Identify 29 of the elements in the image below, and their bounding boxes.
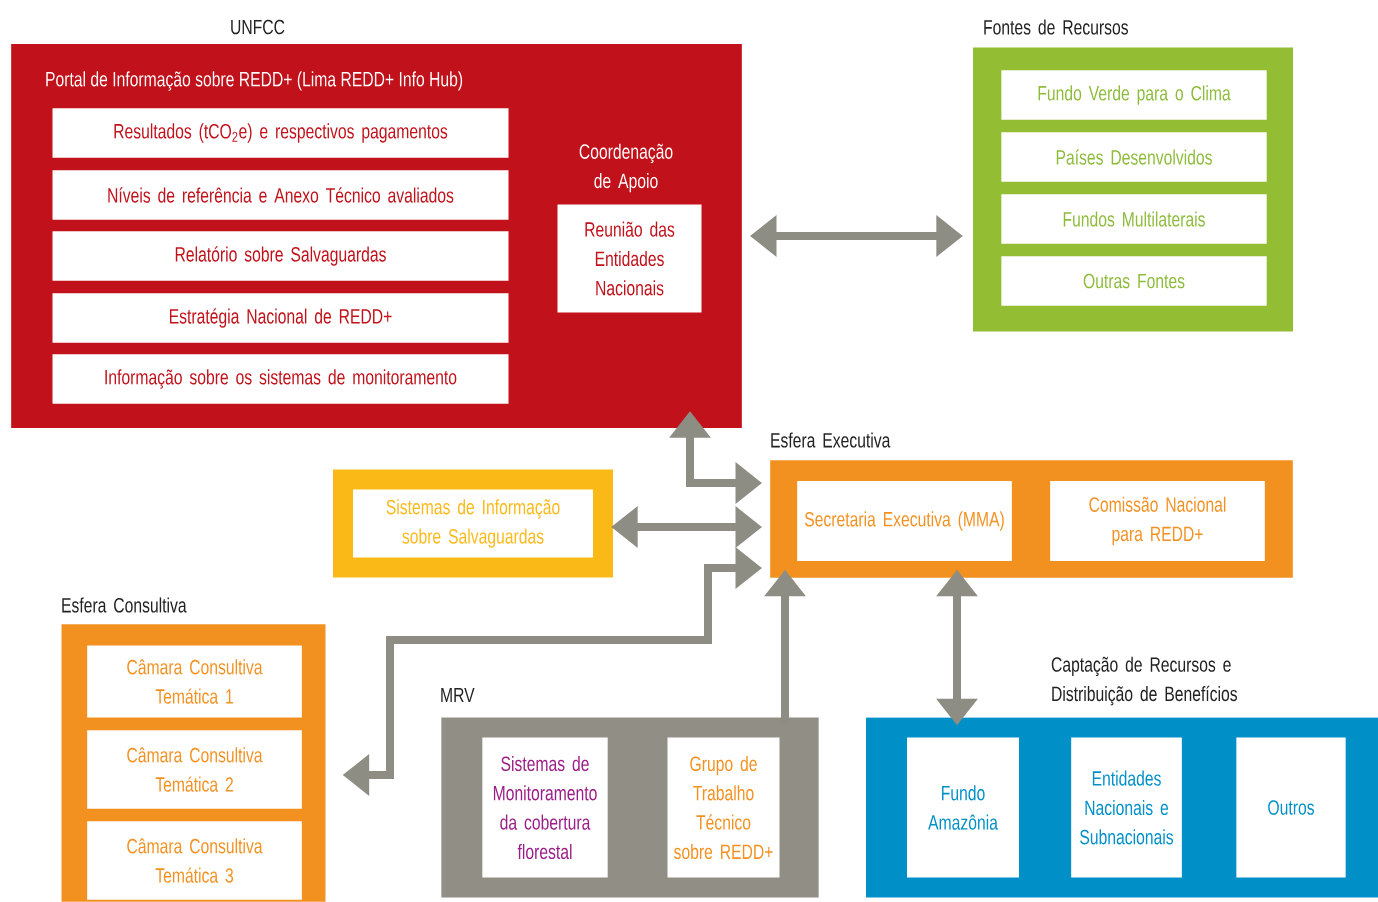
panel-heading: Captação de Recursos e Distribuição de Benefícios: [1051, 656, 1238, 706]
text-box: Reunião das Entidades Nacionais: [557, 204, 702, 313]
panel-heading: Esfera Consultiva: [62, 597, 187, 613]
text-box: Fundos Multilaterais: [1001, 194, 1267, 244]
text-box: Secretaria Executiva (MMA): [797, 481, 1012, 561]
text-box: Comissão Nacional para REDD+: [1050, 481, 1265, 561]
text-box: Sistemas de Monitoramento da cobertura florestal: [482, 737, 608, 878]
text-box: Outras Fontes: [1001, 256, 1267, 306]
text-box: Câmara Consultiva Temática 1: [87, 645, 302, 718]
panel-heading: Fontes de Recursos: [984, 19, 1128, 35]
panel-title: Portal de Informação sobre REDD+ (Lima REDD+ Info Hub): [46, 71, 463, 91]
text-box: Relatório sobre Salvaguardas: [52, 231, 509, 281]
text-box: Grupo de Trabalho Técnico sobre REDD+: [667, 737, 780, 878]
text-box: Informação sobre os sistemas de monitoramento: [52, 354, 509, 404]
panel-heading: Esfera Executiva: [771, 432, 891, 448]
text-box: Países Desenvolvidos: [1001, 132, 1267, 182]
box-heading: Coordenação de Apoio: [579, 143, 673, 193]
text-box: Câmara Consultiva Temática 3: [87, 821, 302, 900]
text-box: Outros: [1236, 737, 1346, 878]
text-box: Entidades Nacionais e Subnacionais: [1071, 737, 1182, 878]
panel-heading: MRV: [441, 687, 475, 703]
text-box: Fundo Verde para o Clima: [1001, 70, 1267, 120]
text-box: Fundo Amazônia: [907, 737, 1019, 878]
panel-heading: UNFCC: [231, 19, 285, 35]
text-box: Estratégia Nacional de REDD+: [52, 293, 509, 343]
text-box: Níveis de referência e Anexo Técnico avaliados: [52, 170, 509, 220]
text-box: Sistemas de Informação sobre Salvaguardas: [333, 469, 613, 578]
text-box: Resultados (tCO$_{2}$e) e respectivos pagamentos: [52, 108, 509, 158]
text-box: Câmara Consultiva Temática 2: [87, 730, 302, 809]
